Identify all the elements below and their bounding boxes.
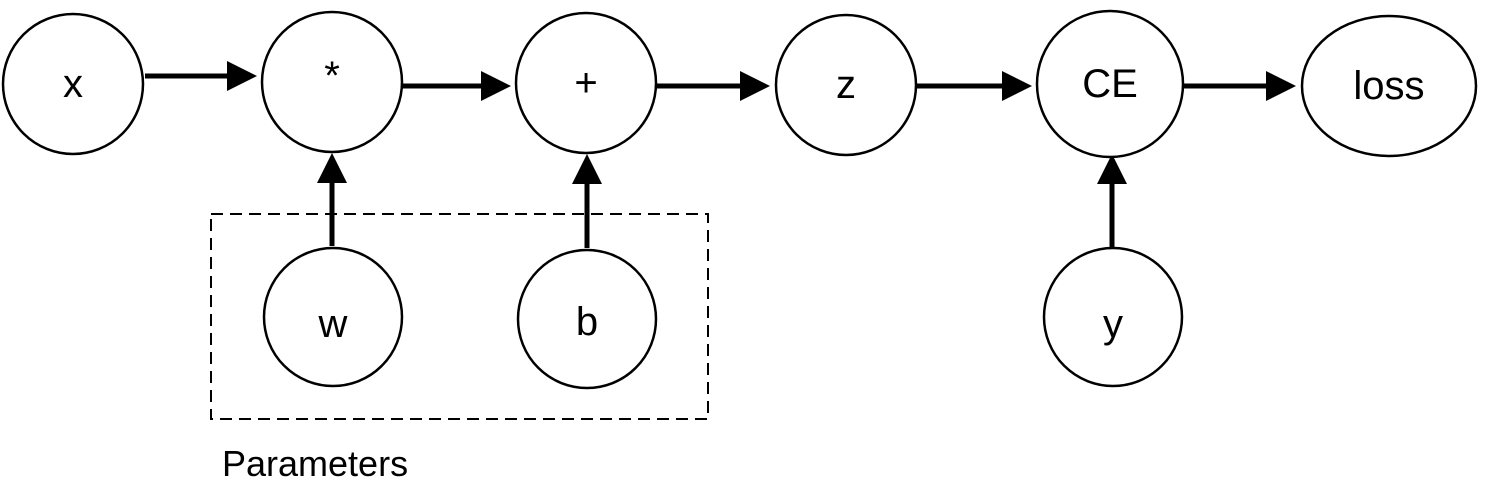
node-x: x [1, 12, 145, 156]
node-multiply-label: * [324, 54, 340, 98]
parameters-group: Parameters [210, 213, 709, 484]
node-add-label: + [574, 61, 597, 105]
parameters-group-box [210, 213, 709, 420]
node-ce: CE [1035, 9, 1185, 159]
node-loss-ellipse [1300, 14, 1478, 158]
node-ce-circle [1035, 9, 1185, 159]
node-w-circle [262, 246, 404, 388]
node-y: y [1042, 246, 1184, 388]
node-z: z [774, 13, 918, 157]
node-y-label: y [1103, 302, 1123, 346]
edges [145, 61, 1296, 248]
node-w-label: w [318, 302, 348, 346]
node-z-label: z [836, 63, 856, 107]
node-multiply: * [260, 10, 404, 154]
node-add: + [514, 11, 658, 155]
node-y-circle [1042, 246, 1184, 388]
node-x-label: x [63, 62, 83, 106]
node-loss: loss [1300, 14, 1478, 158]
node-ce-label: CE [1082, 62, 1138, 106]
node-w: w [262, 246, 404, 388]
node-b-label: b [576, 300, 598, 344]
parameters-group-label: Parameters [222, 443, 408, 484]
node-add-circle [514, 11, 658, 155]
node-x-circle [1, 12, 145, 156]
node-z-circle [774, 13, 918, 157]
node-multiply-circle [260, 10, 404, 154]
node-b-circle [516, 248, 658, 390]
node-loss-label: loss [1353, 64, 1424, 108]
node-b: b [516, 248, 658, 390]
